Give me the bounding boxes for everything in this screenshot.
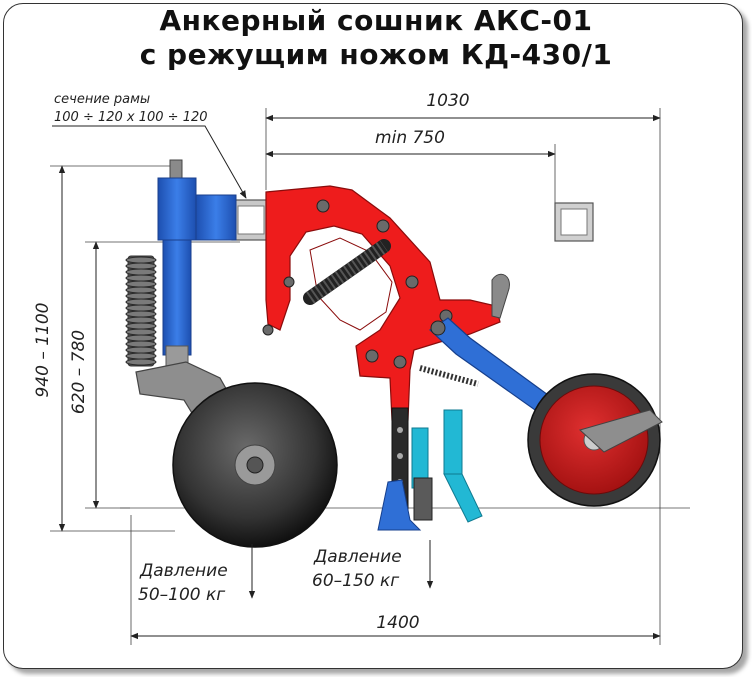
frame-bolts bbox=[262, 199, 453, 369]
lower-spring bbox=[419, 365, 479, 387]
pressure-disc-value: 50–100 кг bbox=[138, 585, 225, 605]
title-line-2: с режущим ножом КД-430/1 bbox=[139, 38, 613, 71]
dim-label-1030: 1030 bbox=[426, 91, 469, 111]
spring-coil bbox=[125, 304, 157, 312]
spring-coil bbox=[125, 292, 157, 300]
spring-coil bbox=[125, 334, 157, 342]
pressure-coulter-value: 60–150 кг bbox=[312, 571, 399, 591]
depth-lever bbox=[491, 273, 510, 319]
dim-label-750: min 750 bbox=[375, 128, 445, 148]
frame-section-value: 100 ÷ 120 x 100 ÷ 120 bbox=[54, 110, 208, 125]
spring-coil bbox=[125, 310, 157, 318]
pressure-disc-label: Давление bbox=[139, 561, 228, 581]
spring-coil bbox=[125, 280, 157, 288]
disc-hub-center bbox=[246, 456, 264, 474]
press-wheel-bracket bbox=[579, 409, 663, 453]
spring-coil bbox=[125, 340, 157, 348]
spring-coil bbox=[125, 352, 157, 360]
blue-post-tube bbox=[162, 239, 192, 356]
spring-coil bbox=[125, 346, 157, 354]
dim-label-620-780: 620 – 780 bbox=[69, 330, 89, 414]
spring-coil bbox=[125, 262, 157, 270]
spring-coil bbox=[125, 286, 157, 294]
seed-tubes bbox=[411, 409, 483, 523]
spring-coil bbox=[125, 298, 157, 306]
frame-section-leader bbox=[52, 125, 247, 199]
frame-section-label: сечение рамы bbox=[54, 92, 150, 107]
spring-coil bbox=[125, 316, 157, 324]
spring-coil bbox=[125, 322, 157, 330]
spring-coil bbox=[125, 268, 157, 276]
coulter-tip bbox=[377, 479, 422, 531]
red-frame bbox=[265, 185, 501, 421]
disc-spring bbox=[125, 255, 157, 367]
frame-section-box-left-inner bbox=[237, 205, 265, 235]
frame-spring bbox=[303, 239, 391, 305]
spring-coil bbox=[125, 328, 157, 336]
pressure-coulter-label: Давление bbox=[313, 547, 402, 567]
frame-section-box-right-inner bbox=[560, 208, 588, 236]
spring-coil bbox=[125, 358, 157, 366]
title-line-1: Анкерный сошник АКС-01 bbox=[159, 4, 593, 37]
spring-coil bbox=[125, 274, 157, 282]
blue-post-bracket bbox=[195, 194, 237, 241]
blue-post-clamp bbox=[157, 177, 197, 241]
spring-coil bbox=[125, 256, 157, 264]
dim-label-940-1100: 940 – 1100 bbox=[33, 302, 53, 397]
dim-label-1400: 1400 bbox=[376, 613, 419, 633]
